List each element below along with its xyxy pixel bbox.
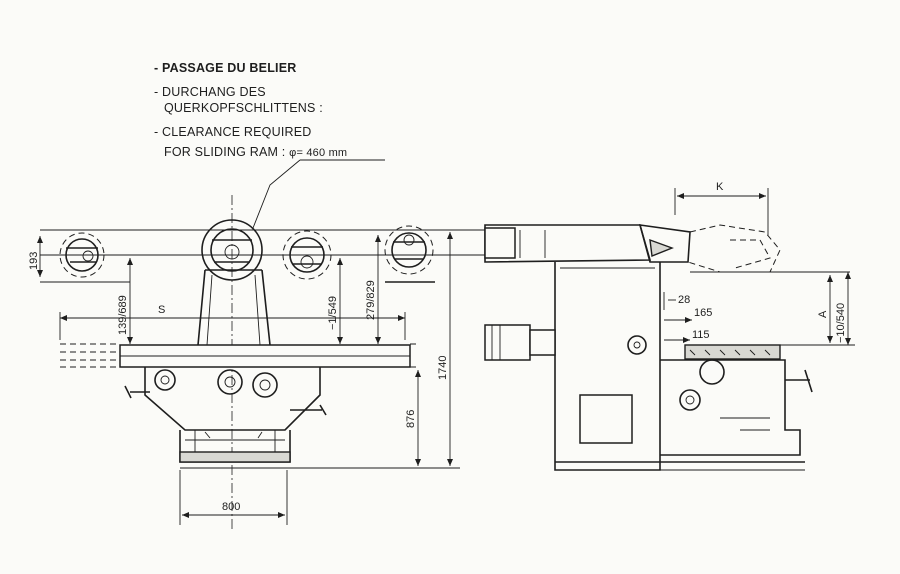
- dim-279-829-label: 279/829: [365, 280, 377, 320]
- dim-S-label: S: [158, 304, 165, 316]
- dim-1740-label: 1740: [437, 356, 449, 380]
- handwheel-1: [154, 369, 176, 391]
- dim-800-label: 800: [222, 501, 240, 513]
- column-stroke: [206, 274, 261, 346]
- handwheel-3: [252, 372, 278, 398]
- dim-28-label: 28: [678, 294, 690, 306]
- side-lever: [785, 369, 813, 393]
- side-knee: [660, 359, 801, 456]
- ram-tool-head: [638, 224, 691, 263]
- knee-lever: [124, 385, 150, 399]
- side-view: K 28 165 115 A −10/540: [462, 181, 855, 471]
- dim-A-label: A: [817, 310, 829, 318]
- dim-1-549-label: −1/549: [327, 296, 339, 330]
- note-german-line1: - DURCHANG DES: [154, 85, 266, 99]
- note-english-line1: - CLEARANCE REQUIRED: [154, 125, 312, 139]
- spindle-motor: [484, 324, 531, 361]
- dim-K-label: K: [716, 181, 724, 193]
- handwheel-2: [217, 369, 243, 395]
- note-german-line2: QUERKOPFSCHLITTENS :: [164, 101, 323, 115]
- ram-extended-dashed: [687, 224, 781, 273]
- note-english-prefix: FOR SLIDING RAM :: [164, 145, 289, 159]
- note-leader-line: [252, 159, 301, 229]
- dim-876-label: 876: [405, 410, 417, 428]
- head-position-right1: [282, 230, 332, 280]
- base-lever: [290, 404, 327, 416]
- column-body: [197, 269, 271, 346]
- head-position-right2: [384, 225, 435, 283]
- dim-115-label: 115: [692, 329, 710, 341]
- note-english-line2: FOR SLIDING RAM : φ= 460 mm: [164, 145, 347, 159]
- knee-body: [144, 367, 321, 431]
- dim-165-label: 165: [694, 307, 712, 319]
- side-handwheel: [627, 335, 647, 355]
- note-diameter-value: φ= 460 mm: [289, 147, 347, 159]
- table-travel-dashed: [60, 343, 420, 368]
- dim-139-689-label: 139/689: [117, 295, 129, 335]
- note-french: - PASSAGE DU BELIER: [154, 61, 296, 75]
- front-view: 193 139/689 S −1/549 279/829 1740 876 80…: [28, 195, 470, 530]
- dim-10-540-label: −10/540: [835, 303, 847, 343]
- head-position-center: [201, 219, 263, 281]
- clearance-notes: - PASSAGE DU BELIER - DURCHANG DES QUERK…: [154, 61, 385, 229]
- side-table: [684, 344, 781, 360]
- head-position-left: [59, 232, 105, 278]
- dim-193-label: 193: [28, 252, 40, 270]
